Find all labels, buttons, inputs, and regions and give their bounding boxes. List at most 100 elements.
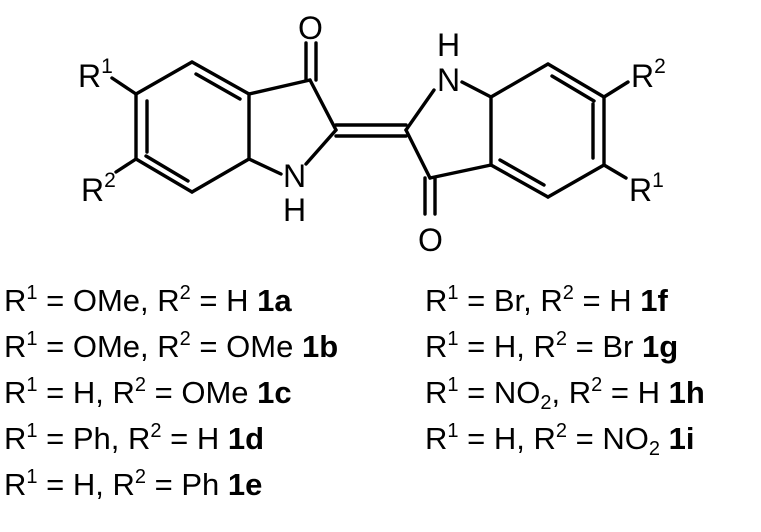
r2-value: OMe <box>181 375 249 410</box>
oxygen-top-label: O <box>298 10 323 46</box>
r1-right-label: R1 <box>629 169 664 208</box>
compound-id: 1a <box>257 283 292 318</box>
r2-value: H <box>637 375 660 410</box>
compound-id: 1b <box>301 329 339 364</box>
equals-sign: = <box>37 283 73 318</box>
r1-subscript: 2 <box>540 392 552 414</box>
equals-sign: = <box>37 375 73 410</box>
r2-subscript: 2 <box>648 438 660 460</box>
r1-symbol: R <box>4 375 27 410</box>
legend-row-1a: R1 = OMe, R2 = H 1a <box>4 278 338 324</box>
hydrogen-left-label: H <box>283 192 306 228</box>
r2-symbol: R <box>112 467 135 502</box>
legend-row-1f: R1 = Br, R2 = H 1f <box>425 278 705 324</box>
equals-sign: = <box>37 421 73 456</box>
hydrogen-right-label: H <box>437 27 460 63</box>
r2-superscript: 2 <box>134 374 146 396</box>
r2-value: H <box>609 283 632 318</box>
bond-lines <box>110 41 630 216</box>
legend-row-1i: R1 = H, R2 = NO2 1i <box>425 416 705 462</box>
r1-value: H <box>72 375 96 410</box>
r1-superscript: 1 <box>26 282 38 304</box>
compound-id: 1f <box>640 283 668 318</box>
r2-superscript: 2 <box>555 328 567 350</box>
equals-sign: = <box>567 421 603 456</box>
r2-symbol: R <box>112 375 135 410</box>
separator: , <box>551 375 569 410</box>
r2-value: Ph <box>181 467 220 502</box>
r1-symbol: R <box>4 329 27 364</box>
compound-id: 1i <box>668 421 695 456</box>
r2-superscript: 2 <box>179 328 191 350</box>
r1-superscript: 1 <box>447 328 459 350</box>
r1-value: H <box>72 467 96 502</box>
equals-sign: = <box>458 375 494 410</box>
equals-sign: = <box>146 467 182 502</box>
equals-sign: = <box>190 283 227 318</box>
equals-sign: = <box>602 375 638 410</box>
r2-symbol: R <box>533 421 556 456</box>
separator: , <box>95 467 113 502</box>
indigo-structure: R1 R2 O N H H N O R2 R1 <box>78 10 666 258</box>
separator: , <box>516 421 534 456</box>
oxygen-bottom-label: O <box>418 222 443 258</box>
separator: , <box>523 283 541 318</box>
r1-symbol: R <box>425 375 448 410</box>
equals-sign: = <box>190 329 227 364</box>
r1-symbol: R <box>4 421 27 456</box>
nitrogen-right-label: N <box>437 62 460 98</box>
equals-sign: = <box>458 283 494 318</box>
r1-value: Br <box>493 283 524 318</box>
r2-symbol: R <box>533 329 556 364</box>
r2-value: NO <box>602 421 649 456</box>
r1-symbol: R <box>4 283 27 318</box>
r1-left-label: R1 <box>78 55 113 94</box>
separator: , <box>95 375 113 410</box>
separator: , <box>516 329 534 364</box>
legend-row-1e: R1 = H, R2 = Ph 1e <box>4 462 338 508</box>
compound-id: 1d <box>227 421 265 456</box>
compound-id: 1c <box>257 375 292 410</box>
nitrogen-left-label: N <box>283 158 306 194</box>
r2-value: H <box>196 421 220 456</box>
r2-symbol: R <box>157 283 180 318</box>
r2-symbol: R <box>128 421 151 456</box>
r1-value: OMe <box>72 329 141 364</box>
r2-superscript: 2 <box>134 466 146 488</box>
compound-id: 1h <box>668 375 705 410</box>
r2-superscript: 2 <box>150 420 162 442</box>
legend-row-1c: R1 = H, R2 = OMe 1c <box>4 370 338 416</box>
compound-id: 1g <box>641 329 679 364</box>
r1-value: H <box>493 421 517 456</box>
equals-sign: = <box>458 329 494 364</box>
r2-value: OMe <box>226 329 294 364</box>
r1-superscript: 1 <box>447 420 459 442</box>
r2-value: Br <box>602 329 634 364</box>
equals-sign: = <box>161 421 197 456</box>
r2-symbol: R <box>540 283 563 318</box>
r1-superscript: 1 <box>447 374 459 396</box>
r1-superscript: 1 <box>447 282 459 304</box>
r2-right-label: R2 <box>631 55 666 94</box>
r2-symbol: R <box>157 329 180 364</box>
equals-sign: = <box>573 283 610 318</box>
r1-superscript: 1 <box>26 466 38 488</box>
separator: , <box>140 283 158 318</box>
r1-symbol: R <box>425 283 448 318</box>
r2-symbol: R <box>568 375 592 410</box>
separator: , <box>110 421 129 456</box>
r1-superscript: 1 <box>26 328 38 350</box>
equals-sign: = <box>37 329 73 364</box>
separator: , <box>140 329 158 364</box>
r2-superscript: 2 <box>562 282 574 304</box>
r1-value: OMe <box>72 283 141 318</box>
r1-value: H <box>493 329 517 364</box>
r1-superscript: 1 <box>26 420 38 442</box>
equals-sign: = <box>567 329 603 364</box>
legend-row-1b: R1 = OMe, R2 = OMe 1b <box>4 324 338 370</box>
r2-left-label: R2 <box>81 169 116 208</box>
equals-sign: = <box>458 421 494 456</box>
